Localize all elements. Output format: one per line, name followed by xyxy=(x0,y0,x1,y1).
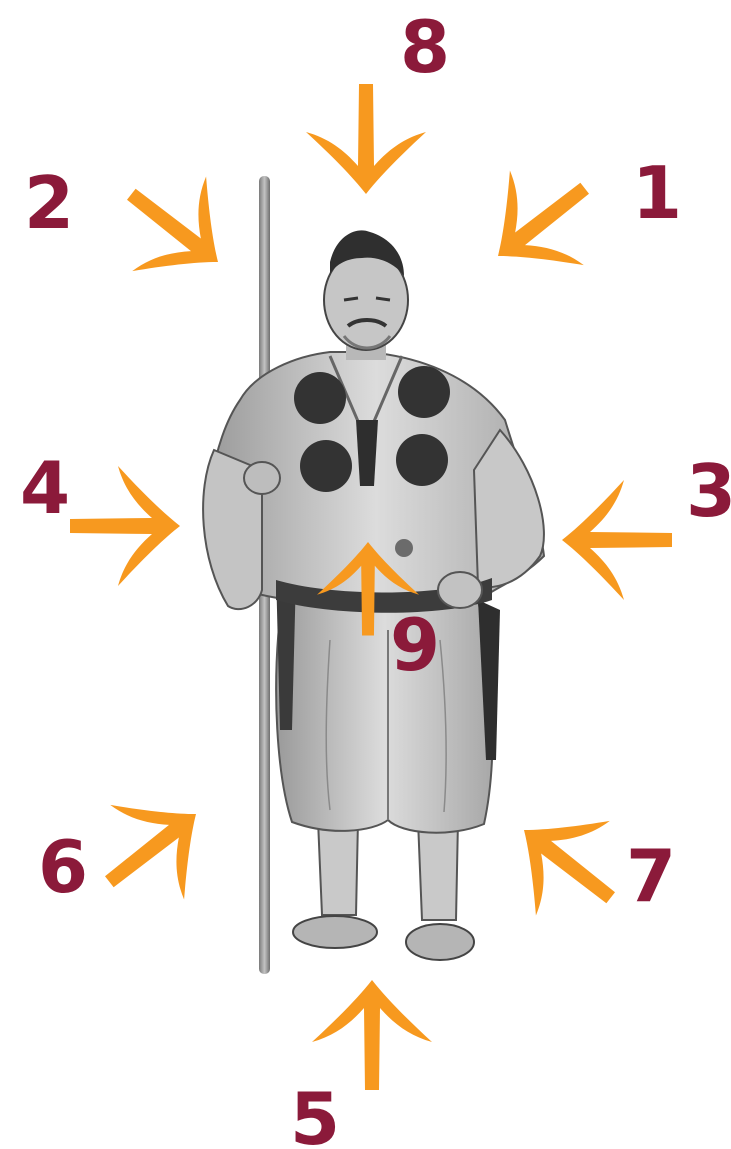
direction-number-6: 6 xyxy=(38,825,88,909)
arrow-7 xyxy=(487,783,648,945)
arrow-3 xyxy=(562,480,672,600)
arrow-4 xyxy=(70,466,180,586)
direction-number-7: 7 xyxy=(626,834,676,918)
arrow-8 xyxy=(306,84,426,194)
arrow-1 xyxy=(461,141,622,303)
direction-number-1: 1 xyxy=(632,151,682,235)
direction-number-2: 2 xyxy=(24,161,74,245)
direction-number-5: 5 xyxy=(290,1077,340,1149)
arrow-2 xyxy=(94,147,255,309)
direction-number-3: 3 xyxy=(686,449,731,533)
direction-number-4: 4 xyxy=(20,446,70,530)
arrow-5 xyxy=(312,980,432,1090)
direction-number-8: 8 xyxy=(400,5,450,89)
direction-number-9: 9 xyxy=(390,603,440,687)
arrow-6 xyxy=(72,767,233,929)
